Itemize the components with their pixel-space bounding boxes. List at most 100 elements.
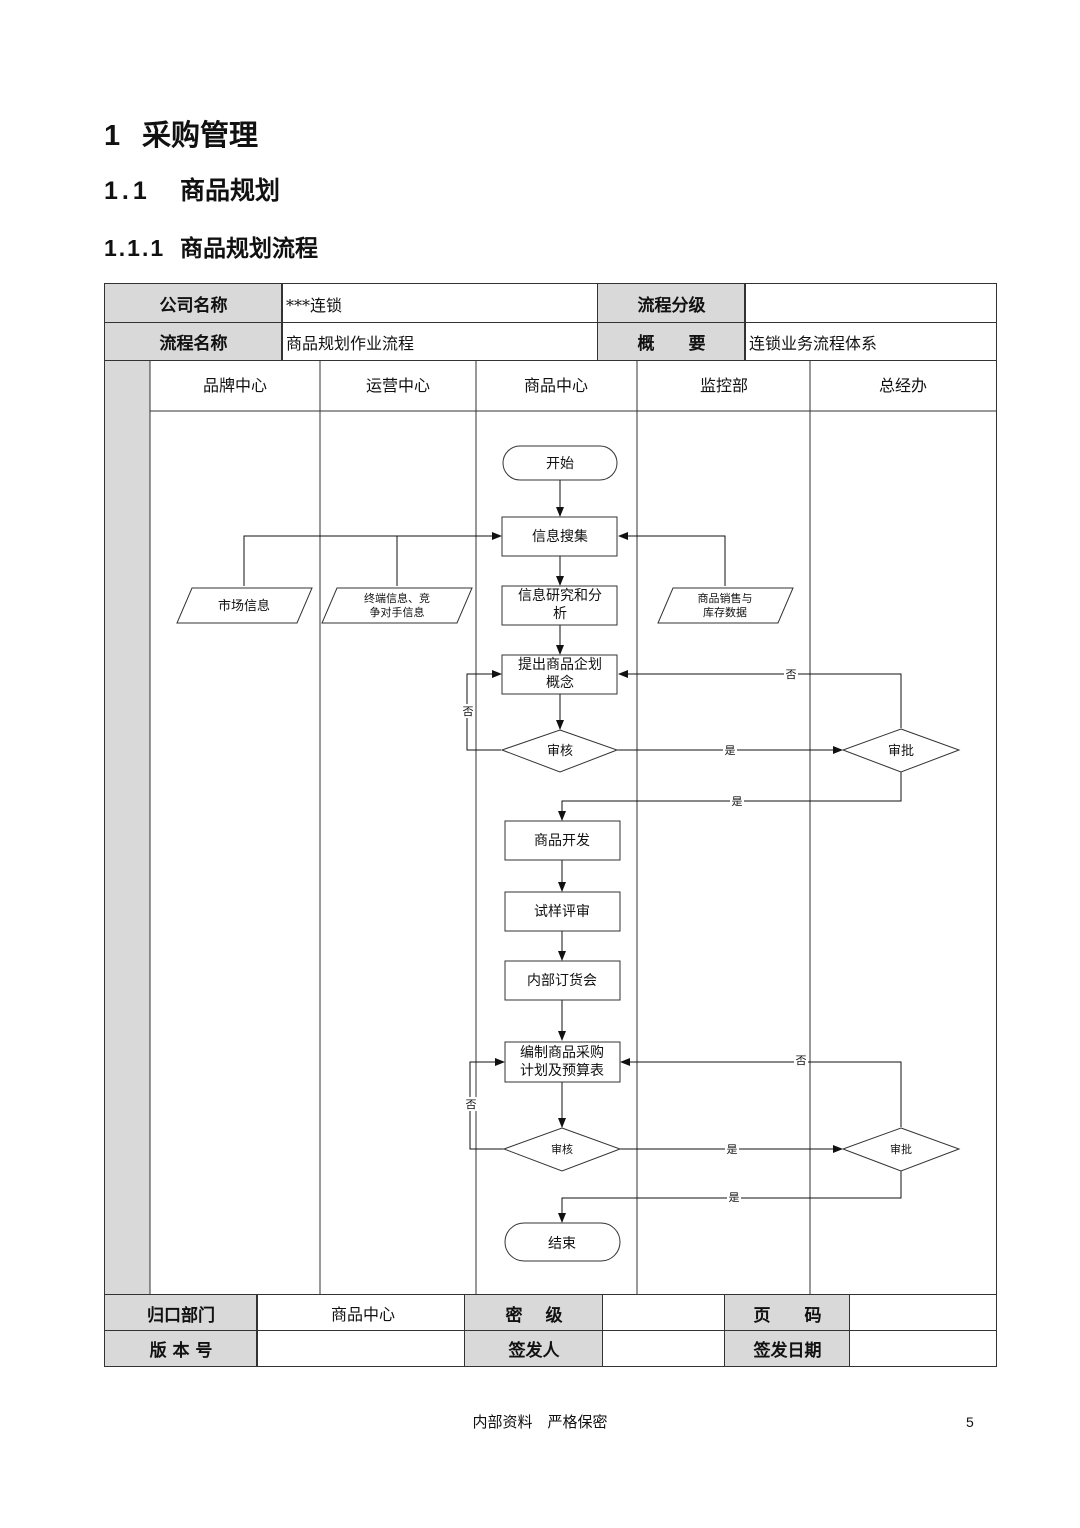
arrow [618,532,726,586]
lane-title-merchandise-center: 商品中心 [524,376,588,395]
heading-number: 1 [104,120,121,152]
decision-diamond [841,728,961,773]
label-bg [461,704,475,718]
process-level-value [745,284,996,323]
edge-label-yes: 是 [725,744,736,757]
divider [602,1295,603,1366]
issuer-label: 签发人 [465,1331,603,1366]
label-bg [730,794,744,808]
section-heading-1: 1 采购管理 [104,112,258,154]
company-name-value: ***连锁 [286,295,343,315]
node-label-terminal-info: 终端信息、竞 [364,591,430,605]
issue-date-label: 签发日期 [725,1331,850,1366]
label-bg [794,1053,808,1067]
summary-label: 概 要 [598,323,745,360]
node-label-purchase-plan: 编制商品采购 [520,1045,604,1061]
heading-number: 1.1.1 [104,235,166,261]
label-bg [723,743,737,757]
start-terminator [502,445,618,481]
confidential-footer: 内部资料 严格保密 [472,1413,608,1431]
process-box [504,891,621,932]
data-parallelogram [657,587,794,624]
owner-dept-label: 归口部门 [105,1295,257,1331]
node-label-terminal-info: 争对手信息 [370,605,425,619]
process-level-label: 流程分级 [598,284,745,323]
process-box [501,585,618,626]
lane-title-monitoring-dept: 监控部 [700,376,748,395]
lane-title-general-office: 总经办 [879,376,927,395]
divider [105,322,996,323]
heading-text: 采购管理 [142,120,259,152]
section-heading-2: 1.1 商品规划 [104,171,280,207]
node-label-sales-data: 商品销售与 [698,591,753,605]
data-parallelogram [176,587,313,624]
node-label-internal-order: 内部订货会 [527,972,597,989]
arrow-approve1-no [618,670,902,728]
node-label-sample-review: 试样评审 [534,904,590,920]
arrow-approve2-no [620,1058,902,1127]
edge-label-no: 否 [466,1098,477,1111]
edge-label-yes: 是 [732,795,743,808]
node-label-purchase-plan: 计划及预算表 [520,1063,604,1079]
version-value [257,1331,465,1366]
node-label-concept: 概念 [546,674,574,691]
company-name-label: 公司名称 [105,284,282,323]
process-box [504,1041,621,1083]
lane-title-operations-center: 运营中心 [366,376,430,395]
edge-label-yes: 是 [729,1191,740,1204]
summary-value: 连锁业务流程体系 [749,333,878,353]
label-bg [727,1190,741,1204]
process-box [501,654,618,695]
node-label-develop: 商品开发 [534,833,590,849]
security-level-label: 密 级 [465,1295,603,1331]
edge-label-yes: 是 [727,1143,738,1156]
node-label-end: 结束 [548,1236,576,1252]
divider [105,1330,996,1331]
divider [597,284,598,360]
edge-label-no: 否 [796,1054,807,1067]
node-label-approve2: 审批 [890,1142,912,1156]
node-label-review1: 审核 [547,744,573,759]
process-name-label: 流程名称 [105,323,282,360]
swimlane-flowchart: 品牌中心 运营中心 商品中心 监控部 总经办 [104,360,997,1295]
divider [724,1295,725,1366]
decision-diamond [841,1127,961,1172]
section-heading-3: 1.1.1 商品规划流程 [104,229,318,263]
heading-text: 商品规划流程 [180,235,318,261]
page-code-label: 页 码 [725,1295,850,1331]
divider [744,284,746,360]
process-footer-table: 归口部门 商品中心 密 级 页 码 版 本 号 签发人 签发日期 [104,1294,997,1367]
divider [849,1295,850,1366]
node-label-sales-data: 库存数据 [703,605,747,619]
node-label-analysis: 信息研究和分 [518,587,602,604]
lane-title-brand-center: 品牌中心 [203,376,267,395]
decision-diamond [500,729,619,773]
divider [281,284,283,360]
left-gray-column [105,361,150,1294]
label-bg [725,1142,739,1156]
edge-label-no: 否 [463,705,474,718]
process-box [501,516,618,557]
node-label-review2: 审核 [551,1142,573,1156]
label-bg [784,667,798,681]
process-box [504,960,621,1001]
flowchart-canvas: 品牌中心 运营中心 商品中心 监控部 总经办 [104,360,997,1295]
label-bg [464,1097,478,1111]
divider [256,1295,258,1366]
heading-number: 1.1 [104,177,151,205]
data-parallelogram [321,587,473,624]
page-number: 5 [966,1414,974,1430]
security-level-value [603,1295,725,1331]
node-label-collect: 信息搜集 [532,528,588,545]
node-label-analysis: 析 [553,606,567,622]
end-terminator [504,1222,621,1262]
edge-label-no: 否 [786,668,797,681]
page-code-value [850,1295,996,1331]
issue-date-value [850,1331,996,1366]
process-name-value: 商品规划作业流程 [286,333,415,353]
node-label-approve1: 审批 [888,744,914,759]
issuer-value [603,1331,725,1366]
heading-text: 商品规划 [180,177,281,205]
node-label-start: 开始 [546,456,574,472]
process-header-table: 公司名称 ***连锁 流程分级 流程名称 商品规划作业流程 概 要 连锁业务流程… [104,283,997,361]
